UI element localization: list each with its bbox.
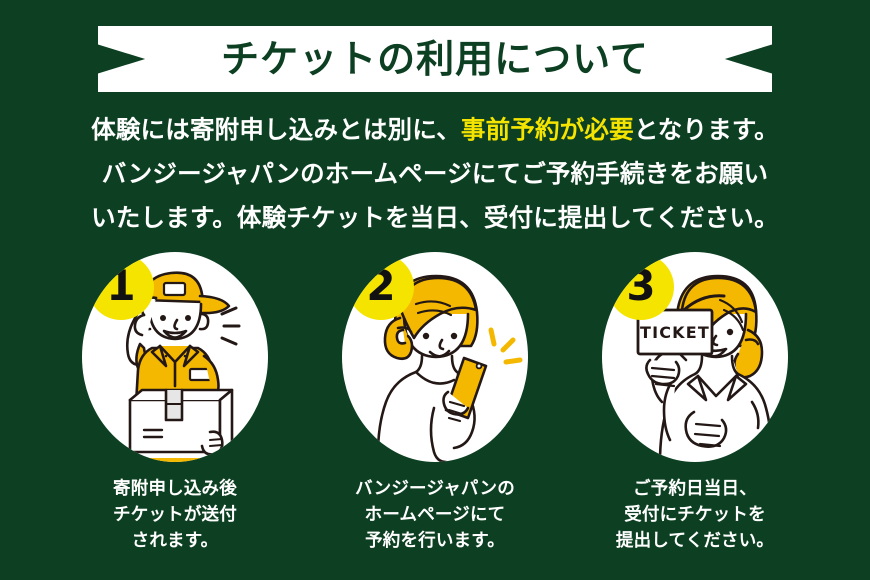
- step-2-badge: 2: [348, 254, 414, 320]
- step-2-caption-line-2: ホームページにて: [364, 505, 506, 525]
- step-1-number: 1: [106, 261, 136, 310]
- step-1-caption-line-3: されます。: [131, 531, 219, 551]
- step-1-caption-line-1: 寄附申し込み後: [113, 479, 237, 499]
- woman-with-smartphone-icon: [376, 274, 523, 462]
- body-line-1-pre: 体験には寄附申し込みとは別に、: [91, 115, 461, 144]
- step-2: 2 バンジージャパンの ホームページにて 予約を行います。: [310, 252, 560, 554]
- step-3-badge: 3: [608, 254, 674, 320]
- step-3-number: 3: [626, 261, 656, 310]
- page-title: チケットの利用について: [221, 37, 649, 81]
- body-line-2: バンジージャパンのホームページにてご予約手続きをお願い: [101, 159, 769, 188]
- title-banner-shape: チケットの利用について: [98, 26, 772, 92]
- body-line-1: 体験には寄附申し込みとは別に、事前予約が必要となります。: [0, 108, 870, 152]
- step-3-caption: ご予約日当日、 受付にチケットを 提出してください。: [616, 476, 774, 554]
- title-banner: チケットの利用について: [98, 26, 772, 92]
- step-1: 1 寄附申し込み後 チケットが送付 されます。: [50, 252, 300, 554]
- step-1-illustration: 1: [82, 252, 268, 462]
- body-copy: 体験には寄附申し込みとは別に、事前予約が必要となります。 バンジージャパンのホー…: [0, 108, 870, 240]
- body-line-1-highlight: 事前予約が必要: [460, 115, 634, 144]
- step-1-badge: 1: [88, 254, 154, 320]
- step-1-caption: 寄附申し込み後 チケットが送付 されます。: [113, 476, 237, 554]
- step-3-illustration: TICKET 3: [602, 252, 788, 462]
- step-1-caption-line-2: チケットが送付: [113, 505, 237, 525]
- body-line-3: いたします。体験チケットを当日、受付に提出してください。: [91, 203, 779, 232]
- step-3: TICKET 3 ご予約日当日、 受付にチケットを 提出してください。: [570, 252, 820, 554]
- step-2-illustration: 2: [342, 252, 528, 462]
- steps-row: 1 寄附申し込み後 チケットが送付 されます。: [0, 252, 870, 554]
- ticket-label: TICKET: [640, 323, 710, 342]
- step-3-caption-line-3: 提出してください。: [615, 531, 775, 551]
- woman-holding-ticket-icon: TICKET: [636, 274, 774, 462]
- step-2-caption-line-3: 予約を行います。: [365, 531, 505, 551]
- step-2-number: 2: [366, 261, 396, 310]
- step-3-caption-line-1: ご予約日当日、: [633, 479, 757, 499]
- step-3-caption-line-2: 受付にチケットを: [624, 505, 766, 525]
- body-line-1-post: となります。: [633, 115, 779, 144]
- delivery-person-with-box-icon: [125, 271, 241, 462]
- step-2-caption: バンジージャパンの ホームページにて 予約を行います。: [355, 476, 515, 554]
- step-2-caption-line-1: バンジージャパンの: [355, 479, 515, 499]
